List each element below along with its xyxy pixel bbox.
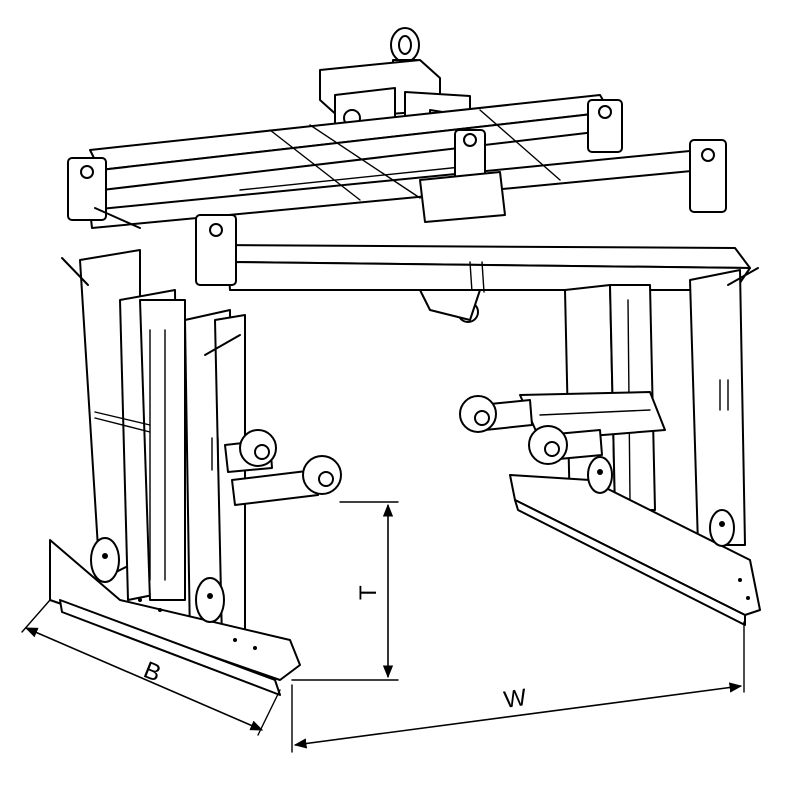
corner-bracket-front-left (195, 214, 237, 286)
front-main-beam (214, 244, 751, 323)
dimension-b-label: B (140, 657, 165, 688)
right-clamp-pad (509, 456, 761, 626)
center-bracket (419, 129, 506, 223)
left-leg-back (79, 249, 186, 601)
dimension-w: W (291, 621, 745, 753)
left-pins (61, 207, 241, 356)
roller-right-upper (459, 395, 533, 433)
right-leg-front (689, 267, 759, 546)
dimension-t: T (291, 501, 399, 681)
corner-bracket-back-left (67, 157, 107, 221)
roller-left-upper (224, 429, 277, 473)
dimension-w-label: W (502, 684, 529, 714)
left-leg-front (184, 309, 246, 641)
roller-left-lower (231, 455, 342, 506)
corner-bracket-back-right (587, 99, 623, 153)
roller-right-lower (528, 425, 603, 465)
corner-bracket-right (689, 139, 727, 213)
dimension-t-label: T (355, 585, 382, 600)
